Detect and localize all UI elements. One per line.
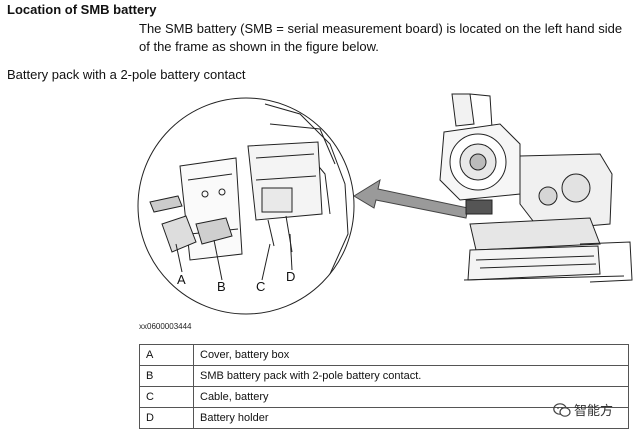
watermark: 智能方 (553, 400, 613, 419)
robot-illustration (439, 93, 633, 283)
figure-code: xx0600003444 (139, 322, 192, 331)
wechat-icon (553, 402, 571, 417)
battery-location-figure: A B C D (137, 93, 633, 315)
legend-key: C (139, 386, 194, 408)
watermark-text: 智能方 (574, 404, 614, 419)
intro-paragraph: The SMB battery (SMB = serial measuremen… (139, 21, 623, 54)
legend-key: D (139, 407, 194, 429)
callout-labels: A B C D (177, 269, 295, 294)
callout-c: C (256, 279, 265, 294)
page-heading: Location of SMB battery (7, 2, 157, 17)
callout-b: B (217, 279, 226, 294)
legend-description: Battery holder (193, 407, 629, 429)
legend-description: Cover, battery box (193, 344, 629, 366)
callout-d: D (286, 269, 295, 284)
figure-subheading: Battery pack with a 2-pole battery conta… (7, 67, 246, 82)
legend-key: A (139, 344, 194, 366)
legend-key: B (139, 365, 194, 387)
legend-description: SMB battery pack with 2-pole battery con… (193, 365, 629, 387)
detail-circle (137, 97, 355, 315)
callout-a: A (177, 272, 186, 287)
